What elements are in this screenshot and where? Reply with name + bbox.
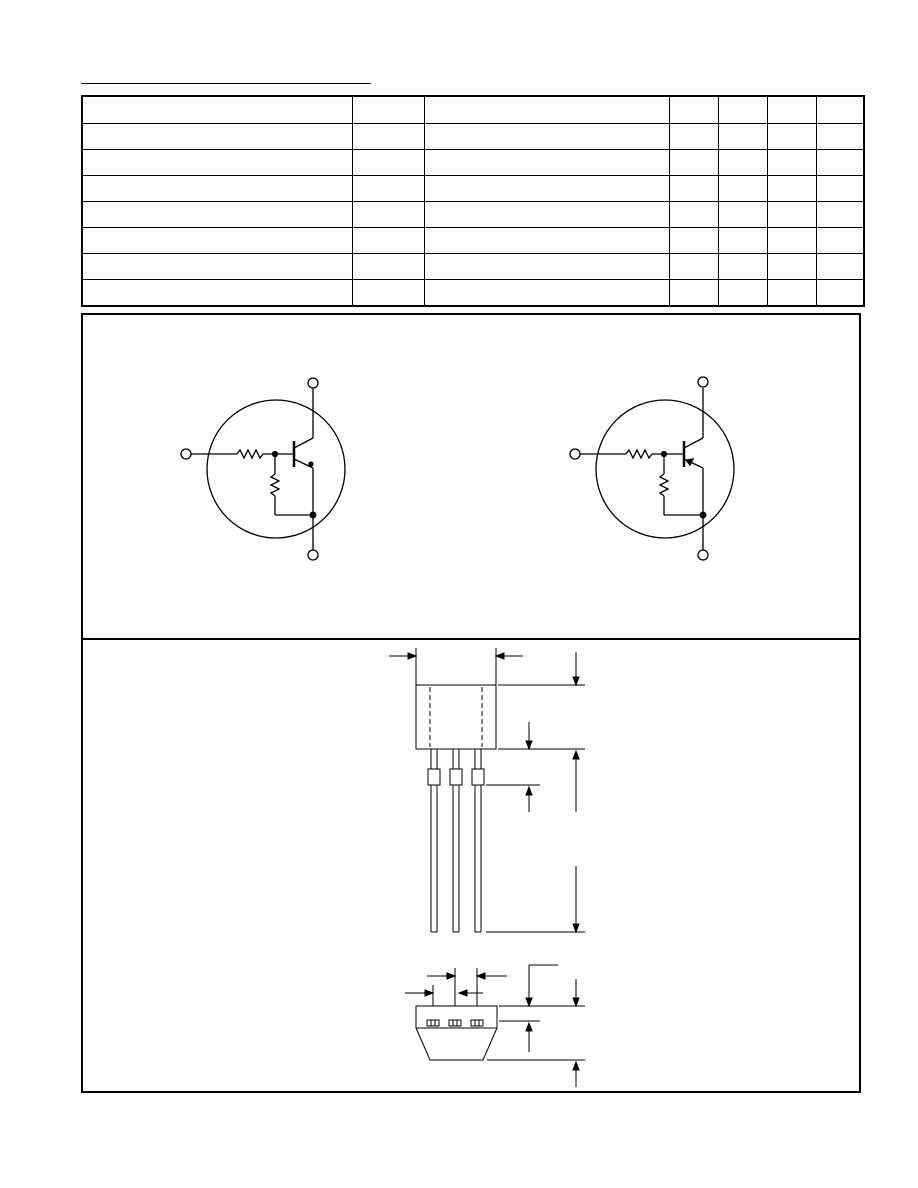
base-terminal: [569, 448, 581, 460]
table-cell: [717, 227, 768, 254]
table-cell: [766, 149, 817, 176]
table-cell: [766, 253, 817, 280]
table-cell: [815, 95, 865, 124]
emitter-base-resistor: [658, 473, 670, 497]
table-cell: [717, 279, 768, 307]
package-bottom-view: [405, 964, 585, 1087]
collector-terminal: [697, 376, 709, 388]
table-row: [81, 279, 865, 307]
npn-transistor-schematic: [180, 377, 346, 561]
table-cell: [423, 123, 670, 150]
table-cell: [766, 279, 817, 307]
table-cell: [423, 253, 670, 280]
base-terminal: [180, 448, 192, 460]
package-leads: [427, 749, 485, 933]
table-cell: [351, 279, 425, 307]
table-row: [81, 123, 865, 150]
emitter-terminal: [307, 549, 319, 561]
table-cell: [668, 149, 719, 176]
collector-terminal: [307, 377, 319, 389]
table-cell: [815, 279, 865, 307]
table-cell: [81, 279, 353, 307]
table-row: [81, 227, 865, 254]
table-row: [81, 149, 865, 176]
table-cell: [423, 227, 670, 254]
package-front-view: [389, 648, 585, 934]
table-cell: [815, 123, 865, 150]
table-cell: [766, 201, 817, 228]
table-cell: [351, 95, 425, 124]
table-row: [81, 253, 865, 280]
base-resistor: [236, 448, 264, 460]
table-cell: [351, 149, 425, 176]
table-cell: [423, 279, 670, 307]
table-cell: [423, 149, 670, 176]
emitter-base-resistor: [269, 473, 281, 497]
table-cell: [815, 201, 865, 228]
emitter-terminal: [697, 549, 709, 561]
base-resistor: [625, 448, 653, 460]
table-cell: [815, 149, 865, 176]
electrical-characteristics-table: [81, 95, 865, 307]
schematic-and-package-panel: [81, 313, 861, 1093]
table-cell: [81, 253, 353, 280]
table-cell: [717, 253, 768, 280]
table-cell: [351, 201, 425, 228]
table-cell: [815, 253, 865, 280]
section-title-underline: [81, 83, 371, 84]
table-cell: [351, 123, 425, 150]
table-cell: [766, 95, 817, 124]
table-cell: [717, 149, 768, 176]
table-cell: [717, 123, 768, 150]
table-cell: [668, 227, 719, 254]
table-cell: [668, 279, 719, 307]
table-cell: [81, 95, 353, 124]
table-cell: [717, 95, 768, 124]
pnp-transistor-schematic: [569, 376, 735, 561]
panel-divider: [83, 638, 859, 640]
table-cell: [351, 253, 425, 280]
